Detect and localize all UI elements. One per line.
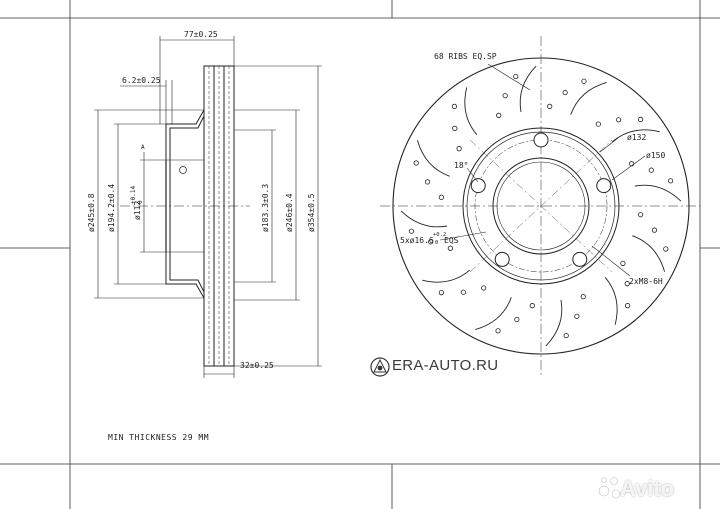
- slots: [400, 65, 682, 347]
- drill-hole: [514, 316, 520, 323]
- thread-label: 2xM8-6H: [629, 277, 663, 286]
- slot: [612, 129, 660, 143]
- watermark-text: ERA-AUTO.RU: [392, 357, 499, 374]
- drill-hole: [663, 246, 669, 252]
- dim-pilot-outer: ø194.2±0.4: [107, 184, 116, 232]
- era-logo-icon: [370, 357, 390, 377]
- bolt-hole: [572, 251, 588, 267]
- section-view: [120, 65, 250, 367]
- dim-outer: ø354±0.5: [307, 193, 316, 232]
- drill-hole: [481, 285, 487, 291]
- drill-hole: [562, 89, 568, 96]
- dim-bore-tol-upper: +0.14: [130, 186, 137, 204]
- slot: [422, 269, 470, 283]
- drill-hole: [624, 281, 630, 287]
- slot: [400, 210, 448, 228]
- face-leaders: [439, 63, 646, 277]
- drill-hole: [438, 194, 444, 200]
- holes-tol: +0.2: [433, 232, 446, 238]
- slot: [570, 81, 607, 115]
- drill-hole: [495, 328, 501, 334]
- dim-hat-offset: 6.2±0.25: [122, 76, 161, 85]
- drill-holes: [408, 73, 674, 339]
- drill-hole: [547, 103, 553, 109]
- slot: [634, 184, 682, 202]
- drill-hole: [502, 93, 508, 99]
- drill-hole: [629, 161, 635, 167]
- drill-hole: [595, 121, 601, 127]
- drill-hole: [638, 212, 644, 218]
- section-dim-text: 77±0.25 6.2±0.25 32±0.25 ø245±0.8 ø194.2…: [87, 30, 316, 370]
- dim-rotor-thickness: 32±0.25: [240, 361, 274, 370]
- bolt-hole: [494, 251, 510, 267]
- face-view: [380, 36, 700, 376]
- drill-hole: [574, 313, 580, 319]
- d132-label: ø132: [627, 133, 646, 142]
- slot: [545, 299, 563, 347]
- drill-hole: [648, 167, 654, 173]
- drill-hole: [620, 260, 626, 266]
- drill-hole: [413, 160, 419, 166]
- dim-outer-hat: ø245±0.8: [87, 193, 96, 232]
- dim-bore-tol-lower: 0: [137, 200, 144, 204]
- ribs-label: 68 RIBS EQ.SP: [434, 52, 497, 61]
- drill-hole: [496, 112, 502, 118]
- slot: [604, 277, 618, 325]
- drill-hole: [408, 228, 415, 234]
- drill-hole: [460, 289, 466, 295]
- min-thickness-note: MIN THICKNESS 29 MM: [108, 433, 209, 442]
- dim-overall-width: 77±0.25: [184, 30, 218, 39]
- drill-hole: [424, 179, 431, 185]
- drill-hole: [651, 227, 658, 233]
- drill-hole: [447, 245, 453, 251]
- slot: [464, 87, 478, 135]
- holes-label: 5xø16.6: [400, 236, 434, 245]
- section-dim-lines: [94, 36, 322, 378]
- drill-hole: [452, 125, 458, 131]
- dim-inner-friction: ø183.3±0.3: [261, 184, 270, 232]
- drill-hole: [563, 332, 569, 339]
- face-text: 68 RIBS EQ.SP ø132 ø150 18° 5xø16.6 +0.2…: [400, 52, 665, 286]
- slot: [416, 140, 450, 177]
- drill-hole: [438, 289, 444, 296]
- slot: [632, 235, 666, 272]
- dim-bore: ø112: [133, 201, 142, 220]
- drill-hole: [624, 303, 631, 309]
- avito-logo-icon: [598, 477, 621, 499]
- angle-label: 18°: [454, 161, 468, 170]
- d150-label: ø150: [646, 151, 665, 160]
- bolt-hole: [533, 132, 549, 148]
- datum-label: A: [141, 144, 145, 151]
- drill-hole: [580, 294, 586, 300]
- bolt-hole: [596, 178, 612, 194]
- holes-suffix: EQS: [444, 236, 459, 245]
- avito-watermark: Avito: [620, 476, 675, 501]
- bolt-holes: [470, 132, 612, 267]
- dim-friction: ø246±0.4: [285, 193, 294, 232]
- bolt-hole: [470, 178, 486, 194]
- drill-hole: [667, 178, 674, 184]
- drill-hole: [529, 303, 535, 309]
- drill-hole: [638, 116, 644, 123]
- drill-hole: [451, 103, 458, 109]
- holes-tol2: 0: [435, 240, 438, 246]
- drill-hole: [581, 78, 587, 84]
- drill-hole: [513, 73, 519, 80]
- drill-hole: [428, 239, 434, 245]
- slot: [519, 65, 537, 113]
- drill-hole: [456, 146, 462, 152]
- slot: [475, 297, 512, 331]
- drill-hole: [616, 117, 622, 123]
